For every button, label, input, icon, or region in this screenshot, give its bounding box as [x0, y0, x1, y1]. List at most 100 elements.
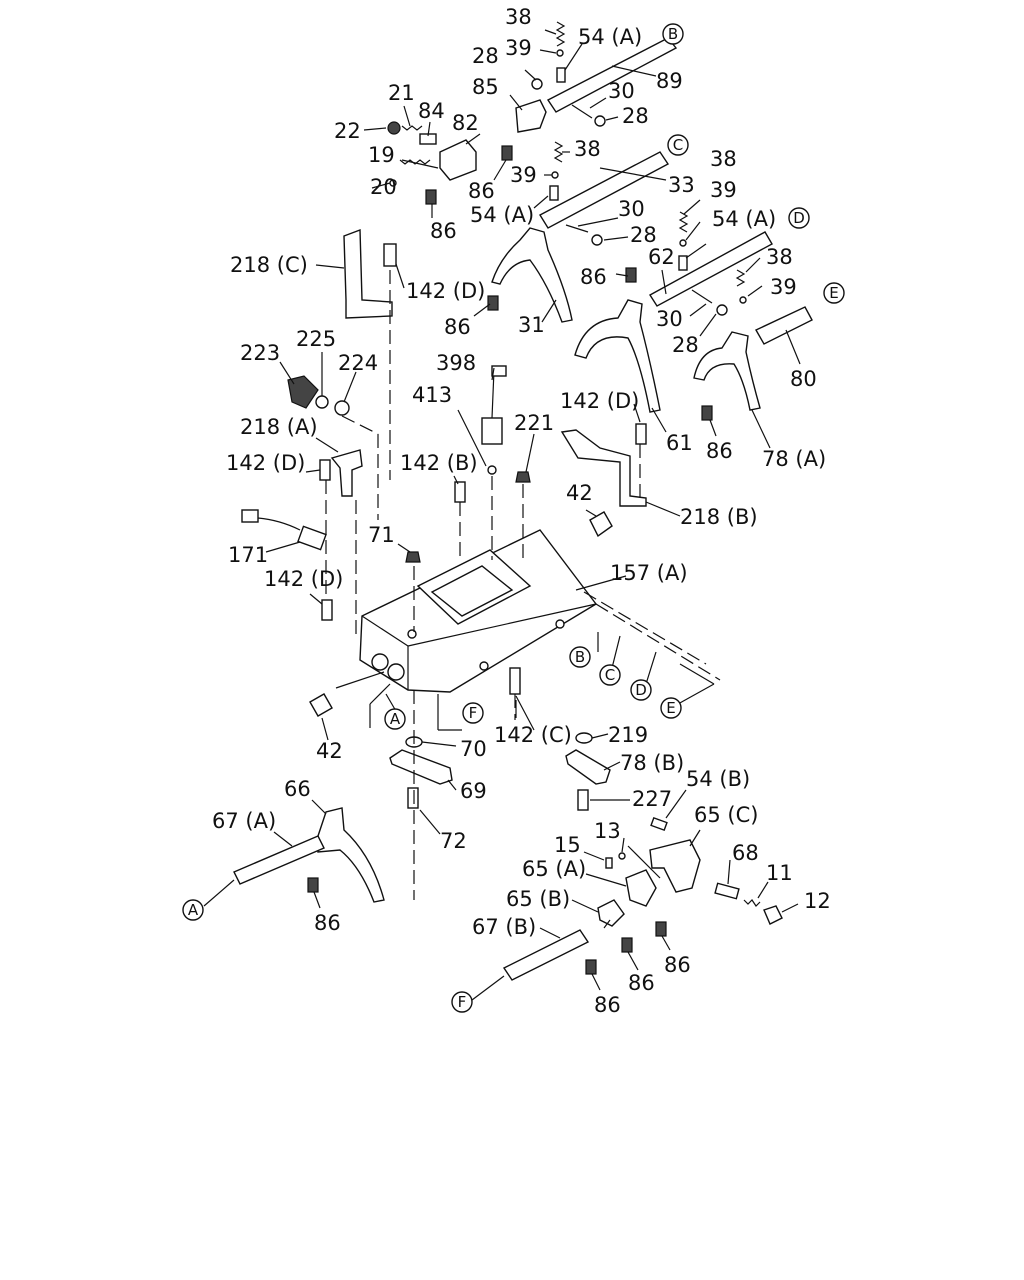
- bolt-142d-left: [321, 599, 333, 621]
- callout-letters: B C D E B C D E A F A F: [188, 25, 839, 1011]
- part-label: 218 (B): [680, 505, 758, 529]
- ball-13: [618, 852, 626, 860]
- callout-c-mid: C: [605, 666, 615, 684]
- part-label: 19: [368, 143, 395, 167]
- callout-circle: [451, 991, 473, 1013]
- part-label: 171: [228, 543, 268, 567]
- bracket-218b: [560, 429, 647, 507]
- part-label: 86: [430, 219, 457, 243]
- ball-28-rod89: [594, 115, 606, 127]
- part-label: 39: [770, 275, 797, 299]
- part-label: 21: [388, 81, 415, 105]
- part-label: 225: [296, 327, 336, 351]
- part-label: 13: [594, 819, 621, 843]
- callout-circle: [569, 646, 591, 668]
- pin-15: [605, 857, 613, 869]
- part-label: 142 (D): [406, 279, 485, 303]
- nut-22: [387, 121, 401, 135]
- callout-d-mid: D: [635, 681, 647, 699]
- part-label: 82: [452, 111, 479, 135]
- callout-circle: [384, 708, 406, 730]
- part-label: 42: [566, 481, 593, 505]
- part-label: 142 (D): [560, 389, 639, 413]
- sensor-171-body: [297, 525, 327, 551]
- part-label: 67 (B): [472, 915, 536, 939]
- callout-b-mid: B: [575, 648, 585, 666]
- bracket-218a: [330, 449, 363, 497]
- screw-86-fork31: [487, 295, 499, 311]
- callout-e-mid: E: [666, 699, 675, 717]
- callout-f-mid: F: [469, 704, 478, 722]
- part-label: 42: [316, 739, 343, 763]
- pin-30-mid: [565, 224, 589, 233]
- part-label: 39: [710, 178, 737, 202]
- part-label: 38: [574, 137, 601, 161]
- part-label: 61: [666, 431, 693, 455]
- housing-157a-edge-a: [361, 615, 409, 647]
- ball-39-mid: [551, 171, 559, 179]
- part-label: 65 (C): [694, 803, 758, 827]
- bolt-227: [577, 789, 589, 811]
- part-label: 86: [468, 179, 495, 203]
- part-label: 54 (A): [712, 207, 776, 231]
- bolt-142d-218a: [319, 459, 331, 481]
- part-label: 28: [630, 223, 657, 247]
- part-label: 22: [334, 119, 361, 143]
- part-label: 30: [618, 197, 645, 221]
- part-label: 86: [628, 971, 655, 995]
- pin-30-top: [571, 104, 593, 119]
- part-label: 28: [672, 333, 699, 357]
- callout-b-top: B: [668, 25, 678, 43]
- part-label: 15: [554, 833, 581, 857]
- housing-hole-1: [407, 629, 417, 639]
- bracket-85: [515, 99, 547, 133]
- callout-circle: [462, 702, 484, 724]
- part-label: 72: [440, 829, 467, 853]
- screw-86-fork61: [625, 267, 637, 283]
- lever-65b: [597, 899, 625, 927]
- shift-rod-62: [649, 231, 773, 307]
- shift-rod-67b: [502, 929, 590, 981]
- lever-65a: [625, 869, 657, 907]
- washer-219: [575, 732, 593, 744]
- switch-398-wire: [491, 369, 495, 419]
- shift-fork-61: [574, 299, 661, 413]
- sensor-171-plug: [241, 509, 259, 523]
- nut-221: [515, 471, 531, 483]
- part-label: 38: [710, 147, 737, 171]
- switch-398-connector: [491, 365, 507, 377]
- sleeve-54a-right: [678, 255, 688, 271]
- ball-39-top: [556, 49, 564, 57]
- part-label: 11: [766, 861, 793, 885]
- bolt-142c: [509, 667, 521, 695]
- nut-71: [405, 551, 421, 563]
- housing-bore-1: [371, 653, 389, 671]
- leader-lines: [203, 29, 801, 1001]
- pin-54b: [650, 816, 668, 832]
- spring-38-right: [678, 211, 689, 233]
- spring-38-far-right: [735, 269, 746, 287]
- part-label: 66: [284, 777, 311, 801]
- part-label: 28: [622, 104, 649, 128]
- bolt-142d-218b: [635, 423, 647, 445]
- ball-28-rod33: [591, 234, 603, 246]
- part-label: 71: [368, 523, 395, 547]
- housing-hole-2: [479, 661, 489, 671]
- housing-bore-2: [387, 663, 405, 681]
- part-label: 224: [338, 351, 378, 375]
- part-label: 12: [804, 889, 831, 913]
- lever-78b: [565, 749, 611, 785]
- ball-28-rod62: [716, 304, 728, 316]
- part-label: 218 (C): [230, 253, 308, 277]
- bush-42-upper: [589, 511, 613, 538]
- spring-38-top: [555, 21, 566, 47]
- part-label: 86: [580, 265, 607, 289]
- bolt-142d-218c: [383, 243, 397, 267]
- callout-e-top: E: [829, 284, 838, 302]
- screw-86-c: [655, 921, 667, 937]
- shift-fork-31: [491, 227, 573, 323]
- callout-circle: [667, 134, 689, 156]
- part-label: 70: [460, 737, 487, 761]
- part-label: 89: [656, 69, 683, 93]
- bracket-218c: [343, 229, 393, 319]
